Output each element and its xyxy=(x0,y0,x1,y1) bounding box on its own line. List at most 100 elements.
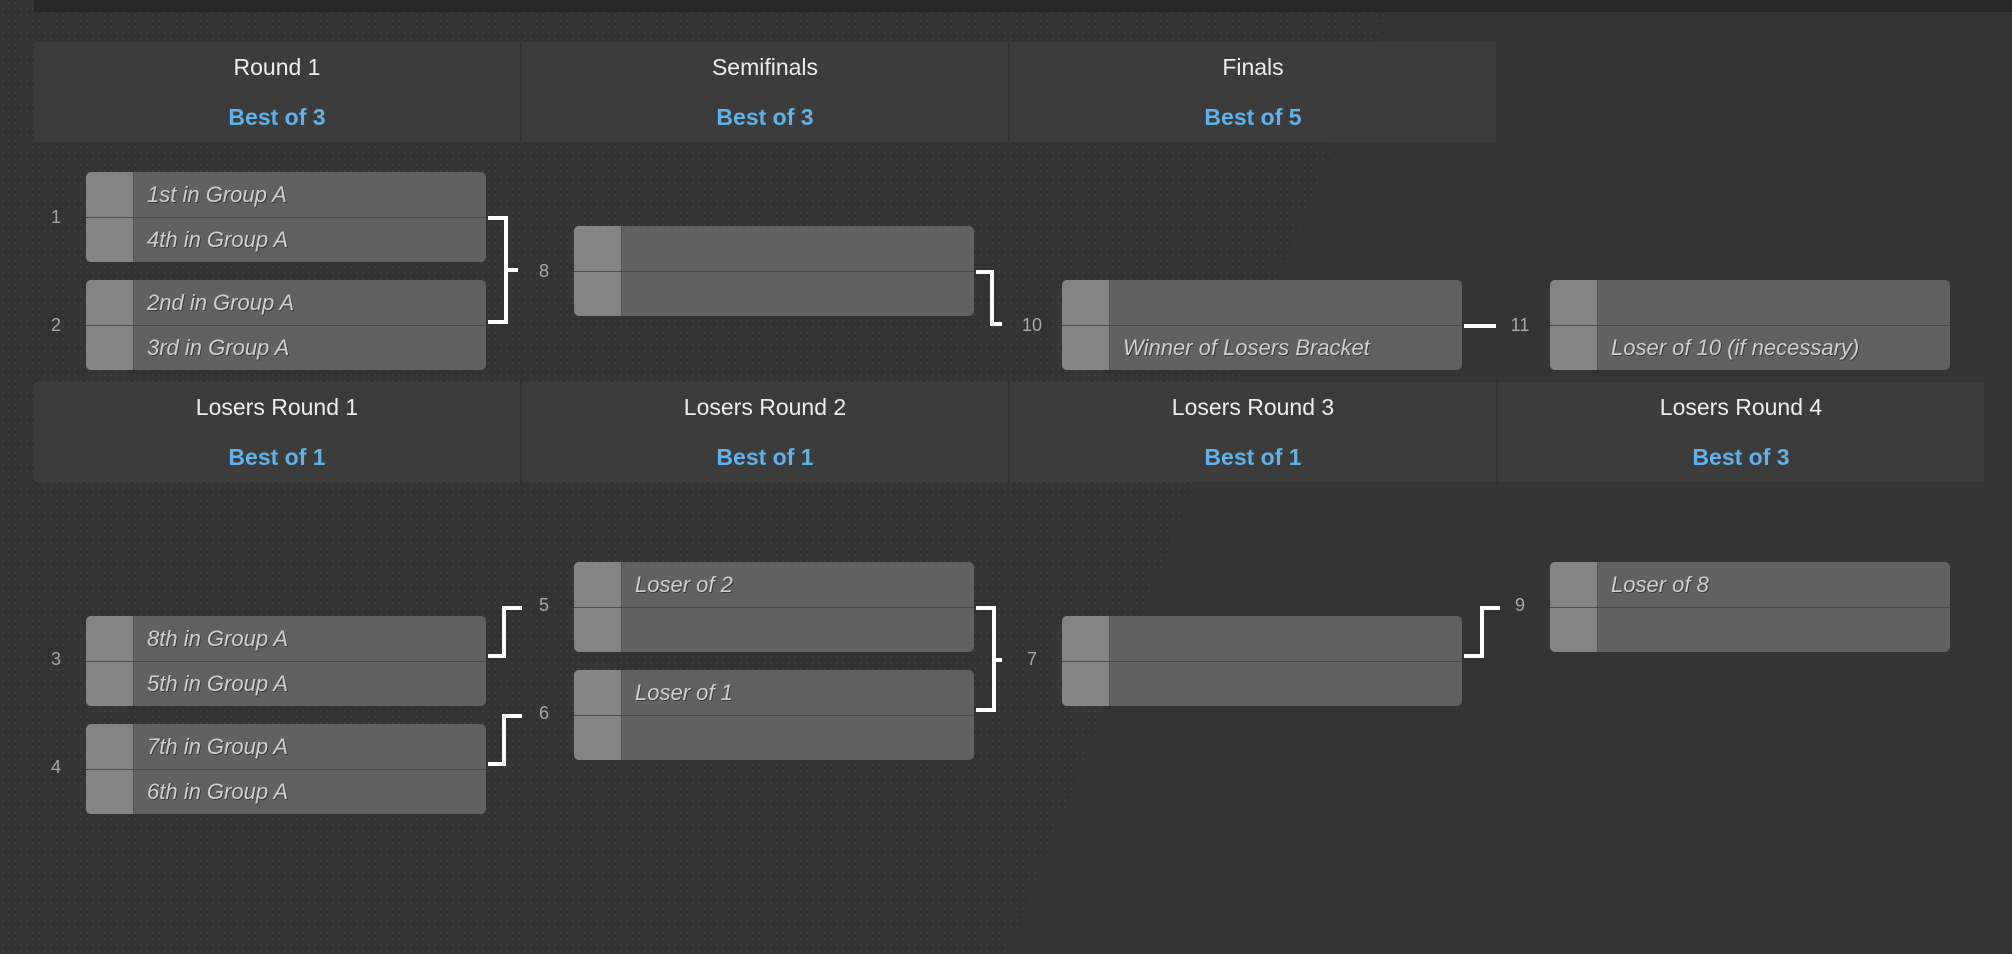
participant-name: Loser of 1 xyxy=(635,679,733,705)
participant-name: 8th in Group A xyxy=(147,625,289,651)
match-slot[interactable]: 1st in Group A xyxy=(86,172,486,217)
match-slot[interactable] xyxy=(574,607,974,652)
participant-name: 7th in Group A xyxy=(147,733,289,759)
match-slot[interactable] xyxy=(1062,661,1462,706)
match-card[interactable]: 8th in Group A 5th in Group A xyxy=(86,616,486,706)
seed-box xyxy=(1062,326,1110,370)
participant-name: 3rd in Group A xyxy=(147,335,290,360)
participant-name: Loser of 8 xyxy=(1611,571,1709,597)
match-number: 3 xyxy=(50,649,61,669)
round-format: Best of 1 xyxy=(716,444,814,470)
match-slot[interactable]: 7th in Group A xyxy=(86,724,486,769)
seed-box xyxy=(86,218,134,262)
match-slot[interactable] xyxy=(1062,280,1462,325)
round-header-losers-round-1: Losers Round 1 Best of 1 xyxy=(34,382,520,482)
match-slot[interactable]: Loser of 8 xyxy=(1550,562,1950,607)
match-slot[interactable] xyxy=(574,271,974,316)
round-title: Losers Round 4 xyxy=(1659,394,1823,420)
match-slot[interactable]: Loser of 10 (if necessary) xyxy=(1550,325,1950,370)
seed-box xyxy=(1550,280,1598,325)
match-card[interactable]: Loser of 1 xyxy=(574,670,974,760)
round-title: Losers Round 1 xyxy=(195,394,359,420)
match-number: 1 xyxy=(50,207,61,227)
participant-name: Loser of 2 xyxy=(635,571,733,597)
participant-name: 1st in Group A xyxy=(147,181,287,207)
seed-box xyxy=(1550,326,1598,370)
participant-name: Loser of 10 (if necessary) xyxy=(1611,335,1860,360)
losers-round-headers: Losers Round 1 Best of 1 Losers Round 2 … xyxy=(34,382,1986,482)
participant-name: 5th in Group A xyxy=(147,671,289,696)
round-title: Finals xyxy=(1222,54,1284,80)
match-slot[interactable] xyxy=(1550,607,1950,652)
seed-box xyxy=(1550,562,1598,607)
match-card[interactable]: 7th in Group A 6th in Group A xyxy=(86,724,486,814)
match-card[interactable]: 2nd in Group A 3rd in Group A xyxy=(86,280,486,370)
seed-box xyxy=(574,226,622,271)
seed-box xyxy=(574,670,622,715)
match-number: 8 xyxy=(538,261,549,281)
match-slot[interactable] xyxy=(1550,280,1950,325)
match-number: 9 xyxy=(1514,595,1525,615)
match-slot[interactable]: Loser of 2 xyxy=(574,562,974,607)
seed-box xyxy=(1550,608,1598,652)
winners-round-headers: Round 1 Best of 3 Semifinals Best of 3 F… xyxy=(34,42,1498,142)
round-header-losers-round-4: Losers Round 4 Best of 3 xyxy=(1498,382,1984,482)
round-header-semifinals: Semifinals Best of 3 xyxy=(522,42,1008,142)
participant-name: 2nd in Group A xyxy=(147,289,295,315)
match-slot[interactable]: Winner of Losers Bracket xyxy=(1062,325,1462,370)
round-format: Best of 3 xyxy=(1692,444,1790,470)
round-format: Best of 1 xyxy=(1204,444,1302,470)
seed-box xyxy=(86,616,134,661)
match-number: 5 xyxy=(538,595,549,615)
match-slot[interactable]: Loser of 1 xyxy=(574,670,974,715)
round-title: Losers Round 3 xyxy=(1171,394,1335,420)
seed-box xyxy=(86,770,134,814)
participant-name: 6th in Group A xyxy=(147,779,289,804)
round-header-finals: Finals Best of 5 xyxy=(1010,42,1496,142)
match-card[interactable] xyxy=(1062,616,1462,706)
seed-box xyxy=(86,724,134,769)
match-slot[interactable]: 6th in Group A xyxy=(86,769,486,814)
match-card[interactable]: Loser of 8 xyxy=(1550,562,1950,652)
round-format: Best of 3 xyxy=(716,104,814,130)
seed-box xyxy=(574,608,622,652)
seed-box xyxy=(86,172,134,217)
match-number: 11 xyxy=(1510,315,1530,335)
round-format: Best of 3 xyxy=(228,104,326,130)
round-title: Round 1 xyxy=(233,54,321,80)
seed-box xyxy=(1062,616,1110,661)
match-number: 4 xyxy=(50,757,61,777)
seed-box xyxy=(1062,662,1110,706)
match-slot[interactable] xyxy=(574,226,974,271)
participant-name: 4th in Group A xyxy=(147,227,289,252)
match-number: 10 xyxy=(1021,315,1043,335)
round-title: Losers Round 2 xyxy=(683,394,847,420)
match-card[interactable]: Loser of 10 (if necessary) xyxy=(1550,280,1950,370)
match-slot[interactable]: 3rd in Group A xyxy=(86,325,486,370)
match-number: 7 xyxy=(1026,649,1037,669)
match-card[interactable]: 1st in Group A 4th in Group A xyxy=(86,172,486,262)
match-slot[interactable]: 2nd in Group A xyxy=(86,280,486,325)
seed-box xyxy=(574,272,622,316)
round-format: Best of 1 xyxy=(228,444,326,470)
match-card[interactable] xyxy=(574,226,974,316)
match-slot[interactable]: 5th in Group A xyxy=(86,661,486,706)
participant-name: Winner of Losers Bracket xyxy=(1123,335,1370,360)
seed-box xyxy=(1062,280,1110,325)
seed-box xyxy=(574,562,622,607)
match-slot[interactable]: 4th in Group A xyxy=(86,217,486,262)
match-card[interactable]: Winner of Losers Bracket xyxy=(1062,280,1462,370)
match-slot[interactable]: 8th in Group A xyxy=(86,616,486,661)
seed-box xyxy=(86,326,134,370)
match-card[interactable]: Loser of 2 xyxy=(574,562,974,652)
seed-box xyxy=(86,280,134,325)
round-header-round-1: Round 1 Best of 3 xyxy=(34,42,520,142)
match-slot[interactable] xyxy=(1062,616,1462,661)
match-number: 2 xyxy=(50,315,61,335)
seed-box xyxy=(86,662,134,706)
match-slot[interactable] xyxy=(574,715,974,760)
round-header-losers-round-3: Losers Round 3 Best of 1 xyxy=(1010,382,1496,482)
round-format: Best of 5 xyxy=(1204,104,1302,130)
top-bar xyxy=(34,0,2012,12)
